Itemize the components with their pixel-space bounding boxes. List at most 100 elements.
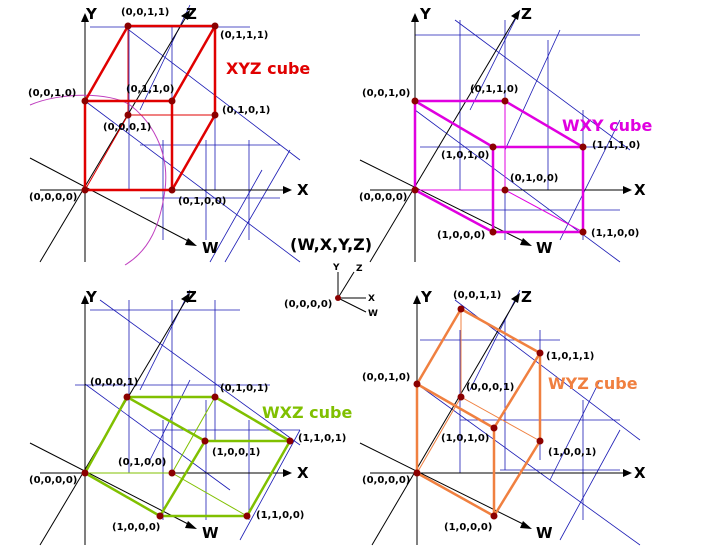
vertex <box>286 437 294 445</box>
legend-w-axis <box>337 297 367 313</box>
axis-label-z: Z <box>521 288 532 306</box>
vertex-label: (1,0,1,0) <box>441 150 489 161</box>
vertices-wxy <box>411 97 587 236</box>
vertex-label: (1,0,0,0) <box>437 230 485 241</box>
vertex-label: (0,1,1,0) <box>470 84 518 95</box>
vertex-labels-wyz: (0,0,1,1) (1,0,1,1) (0,0,1,0) (0,0,0,1) … <box>362 290 596 533</box>
vertex-label: (0,0,0,0) <box>29 475 77 486</box>
cube-wxz <box>83 395 292 518</box>
z-axis-arrowhead-wyz <box>511 293 520 303</box>
vertex <box>211 111 219 119</box>
vertex <box>211 22 219 30</box>
vertex-label: (0,0,0,1) <box>466 382 514 393</box>
vertex <box>490 512 498 520</box>
vertex-label: (0,1,0,0) <box>118 457 166 468</box>
axis-label-y: Y <box>85 288 98 306</box>
vertex-label: (0,0,1,0) <box>362 88 410 99</box>
vertex <box>457 393 465 401</box>
vertex-label: (1,0,0,0) <box>112 522 160 533</box>
legend-label-x: X <box>368 294 375 304</box>
vertex <box>211 393 219 401</box>
vertex <box>81 186 89 194</box>
vertex-label: (0,1,0,1) <box>222 105 270 116</box>
panel-xyz: (0,0,1,1) (0,1,1,1) (0,0,1,0) (0,1,1,0) … <box>28 4 310 266</box>
legend-z-axis <box>337 271 355 299</box>
panel-wyz: (0,0,1,1) (1,0,1,1) (0,0,1,0) (0,0,0,1) … <box>359 288 646 546</box>
z-axis-wyz <box>371 299 517 546</box>
legend-label-y: Y <box>332 263 340 273</box>
vertex-label: (0,0,0,0) <box>362 475 410 486</box>
axis-label-x: X <box>634 464 646 482</box>
vertex <box>413 380 421 388</box>
vertex <box>81 469 89 477</box>
z-axis-wxy <box>369 16 517 263</box>
vertex-label: (1,1,0,0) <box>256 510 304 521</box>
panel-wxz: (0,0,0,1) (0,1,0,1) (1,0,0,1) (1,1,0,1) … <box>29 288 352 546</box>
vertices-wxz <box>81 393 294 520</box>
axis-label-y: Y <box>85 5 98 23</box>
axis-label-x: X <box>297 181 309 199</box>
vertex <box>501 186 509 194</box>
vertex <box>81 97 89 105</box>
vertex <box>411 186 419 194</box>
axis-label-w: W <box>202 239 219 257</box>
vertex <box>201 437 209 445</box>
axis-label-z: Z <box>186 5 197 23</box>
tuple-label: (W,X,Y,Z) <box>290 235 372 254</box>
vertex-label: (0,0,1,1) <box>121 7 169 18</box>
vertex <box>489 228 497 236</box>
vertex-labels-wxy: (0,0,1,0) (0,1,1,0) (1,0,1,0) (1,1,1,0) … <box>359 84 640 241</box>
vertex <box>501 97 509 105</box>
cube-wyz-hidden-edges <box>416 309 541 474</box>
cube-xyz <box>83 24 217 192</box>
vertices-xyz <box>81 22 219 194</box>
vertex-label: (1,1,1,0) <box>592 140 640 151</box>
w-axis-xyz <box>29 157 191 243</box>
vertex-label: (0,1,0,1) <box>220 383 268 394</box>
cube-wxy-hidden-edges <box>415 101 584 233</box>
axis-label-y: Y <box>419 5 432 23</box>
axis-label-z: Z <box>521 5 532 23</box>
vertex-labels-xyz: (0,0,1,1) (0,1,1,1) (0,0,1,0) (0,1,1,0) … <box>28 7 270 207</box>
vertex-label: (0,1,0,0) <box>510 173 558 184</box>
vertex <box>168 469 176 477</box>
vertex-label: (0,0,0,0) <box>29 192 77 203</box>
vertex-label: (0,1,1,1) <box>220 30 268 41</box>
vertex-label: (1,0,0,1) <box>212 447 260 458</box>
vertex <box>168 97 176 105</box>
vertex-label: (0,0,1,0) <box>362 372 410 383</box>
legend-origin-vertex <box>335 295 341 301</box>
cube-xyz-hidden-edges <box>84 26 215 191</box>
vertex-label: (1,1,0,0) <box>591 228 639 239</box>
panel-wxy: (0,0,1,0) (0,1,1,0) (1,0,1,0) (1,1,1,0) … <box>359 5 652 263</box>
vertex <box>411 97 419 105</box>
y-axis-arrowhead-wxz <box>81 295 89 304</box>
cube-wxz-hidden-edges <box>85 396 248 517</box>
axis-label-x: X <box>634 181 646 199</box>
cube-title-wxz: WXZ cube <box>262 403 352 422</box>
w-axis-arrowhead-wyz <box>520 521 532 529</box>
vertex-labels-wxz: (0,0,0,1) (0,1,0,1) (1,0,0,1) (1,1,0,1) … <box>29 377 346 533</box>
vertex-label: (1,0,1,1) <box>546 351 594 362</box>
cube-title-wxy: WXY cube <box>562 116 652 135</box>
vertex-label: (1,0,0,0) <box>444 522 492 533</box>
vertex <box>168 186 176 194</box>
vertex <box>579 143 587 151</box>
vertex <box>536 349 544 357</box>
vertex-label: (1,0,0,1) <box>548 447 596 458</box>
vertex <box>124 22 132 30</box>
vertex-label: (1,1,0,1) <box>298 433 346 444</box>
z-axis-arrowhead-xyz <box>181 10 190 20</box>
axis-label-x: X <box>297 464 309 482</box>
w-axis-arrowhead-xyz <box>185 238 197 246</box>
vertex <box>243 512 251 520</box>
projection-curve-xyz <box>29 94 167 266</box>
vertex-label: (0,0,0,1) <box>103 122 151 133</box>
w-axis-arrowhead-wxy <box>520 238 532 246</box>
vertex <box>123 393 131 401</box>
axis-label-w: W <box>202 524 219 542</box>
legend-origin-label: (0,0,0,0) <box>284 299 332 310</box>
w-axis-arrowhead-wxz <box>185 521 197 529</box>
y-axis-arrowhead-wyz <box>413 295 421 304</box>
y-axis-arrowhead-xyz <box>81 13 89 22</box>
